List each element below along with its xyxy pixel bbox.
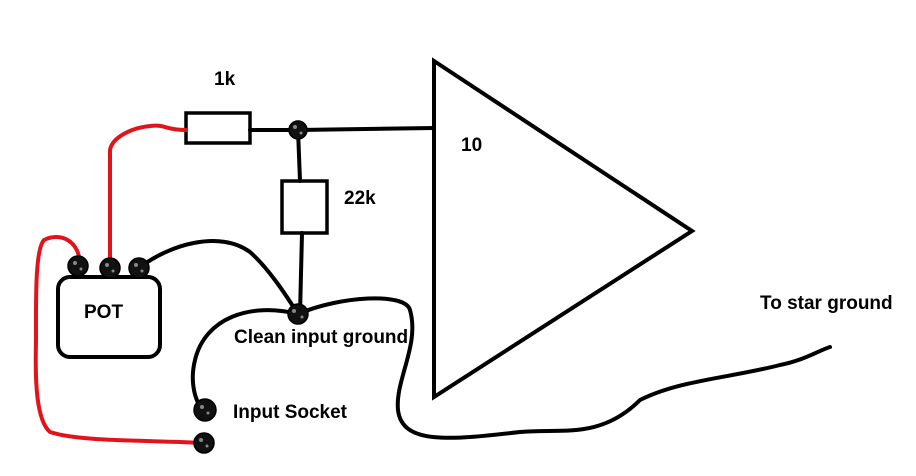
socket-sleeve-terminal [193,398,217,422]
resistor-1k-label: 1k [214,69,236,90]
clean-ground-label: Clean input ground [234,327,409,348]
wire-ground-to-socket [190,308,300,412]
junction-clean-ground [287,303,309,325]
wire-pot-wiper-to-1k [108,123,188,270]
wire-pot-to-socket-tip [33,235,205,445]
black-wires [137,126,832,440]
resistor-22k-body [280,179,329,235]
wire-node-to-amp [296,126,436,132]
input-socket-label: Input Socket [233,402,348,423]
star-ground-label: To star ground [760,293,893,314]
red-wires [33,123,205,445]
resistor-1k-body [184,111,252,145]
pot-lug-1 [67,255,89,277]
wire-22k-to-ground [298,231,304,316]
pot-lug-2-wiper [99,257,121,279]
amplifier-gain-label: 10 [461,135,483,156]
socket-tip-terminal [193,432,215,454]
junction-node-top [288,120,308,140]
junctions [67,120,309,454]
resistor-22k-label: 22k [344,188,376,209]
pot-label: POT [84,302,124,323]
pot-lug-3 [128,257,150,279]
amplifier-triangle [432,57,696,401]
wire-pot-to-ground [137,239,300,316]
junction-highlights [73,125,304,448]
wire-to-star-ground [296,296,832,440]
